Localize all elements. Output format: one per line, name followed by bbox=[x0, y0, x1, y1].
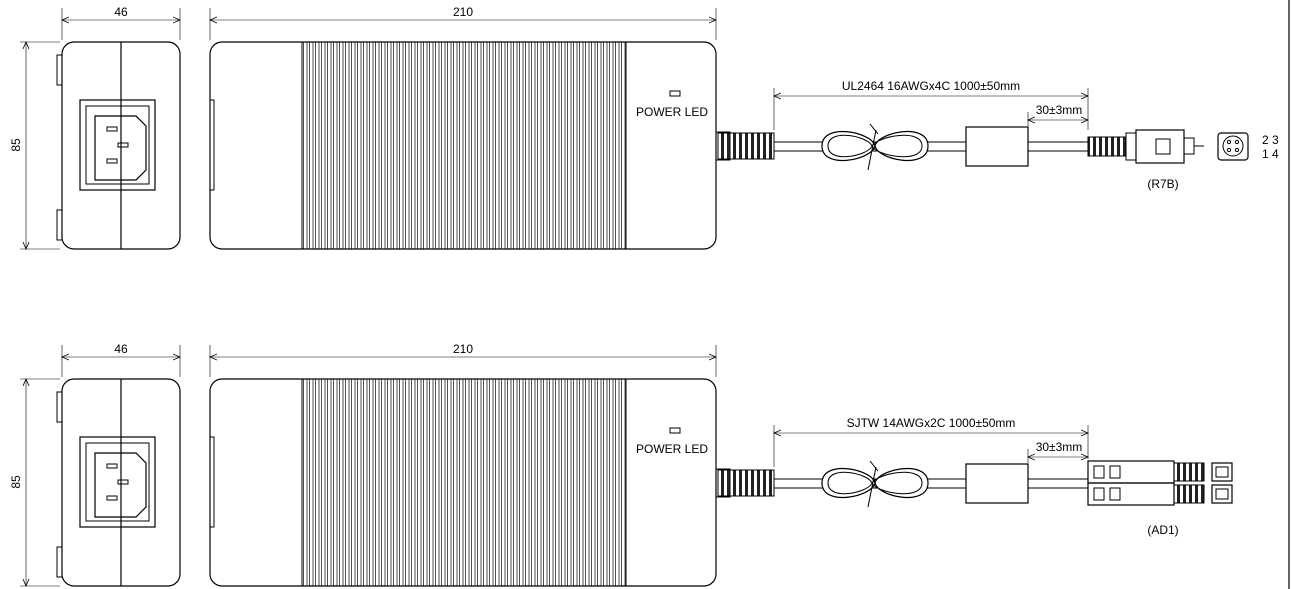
iec-c14-socket bbox=[94, 452, 147, 518]
cable-coil bbox=[821, 131, 929, 161]
output-cable: (AD1) bbox=[716, 460, 1233, 537]
cable-coil bbox=[821, 468, 929, 498]
body-length-label: 210 bbox=[453, 5, 473, 19]
drawing-ad1: 46 85 POWER LED 210 bbox=[9, 342, 1233, 587]
dimension-length: 210 bbox=[210, 342, 716, 377]
cable-spec-label: UL2464 16AWGx4C 1000±50mm bbox=[842, 79, 1020, 93]
body-length-label: 210 bbox=[453, 342, 473, 356]
power-led-label: POWER LED bbox=[636, 442, 708, 456]
power-led-indicator bbox=[669, 427, 681, 434]
dimension-width: 46 bbox=[62, 5, 180, 40]
top-view-body: POWER LED bbox=[209, 378, 717, 587]
dimension-width: 46 bbox=[62, 342, 180, 377]
connector-pinout: 2 3 1 4 bbox=[1217, 132, 1279, 161]
ferrite-offset-label: 30±3mm bbox=[1036, 440, 1083, 454]
cable-spec-label: SJTW 14AWGx2C 1000±50mm bbox=[847, 416, 1016, 430]
ac-inlet bbox=[79, 436, 156, 528]
height-label: 85 bbox=[9, 138, 23, 152]
ferrite-core bbox=[965, 126, 1029, 167]
ferrite-core bbox=[965, 463, 1029, 504]
ac-inlet bbox=[79, 99, 156, 191]
height-label: 85 bbox=[9, 475, 23, 489]
drawing-r7b: 46 85 POWER LED 210 bbox=[9, 5, 1279, 249]
iec-c14-socket bbox=[94, 115, 147, 181]
output-cable: 2 3 1 4 (R7B) bbox=[716, 123, 1279, 191]
dimension-height: 85 bbox=[9, 42, 60, 249]
ferrite-offset-label: 30±3mm bbox=[1036, 103, 1083, 117]
pin-label-bottom: 1 4 bbox=[1262, 147, 1279, 161]
anderson-connector bbox=[1087, 460, 1233, 506]
side-width-label: 46 bbox=[114, 5, 128, 19]
pin-label-top: 2 3 bbox=[1262, 133, 1279, 147]
top-view-body: POWER LED bbox=[209, 41, 717, 250]
side-width-label: 46 bbox=[114, 342, 128, 356]
connector-code: (AD1) bbox=[1147, 523, 1178, 537]
connector-code: (R7B) bbox=[1147, 177, 1178, 191]
din-connector-boot bbox=[1087, 136, 1127, 157]
power-led-indicator bbox=[669, 90, 681, 97]
dimension-cable: SJTW 14AWGx2C 1000±50mm 30±3mm bbox=[774, 416, 1088, 467]
side-view bbox=[56, 378, 181, 587]
dimension-height: 85 bbox=[9, 379, 60, 586]
dimension-length: 210 bbox=[210, 5, 716, 40]
power-led-label: POWER LED bbox=[636, 105, 708, 119]
dimension-cable: UL2464 16AWGx4C 1000±50mm 30±3mm bbox=[774, 79, 1088, 130]
side-view bbox=[56, 41, 181, 250]
